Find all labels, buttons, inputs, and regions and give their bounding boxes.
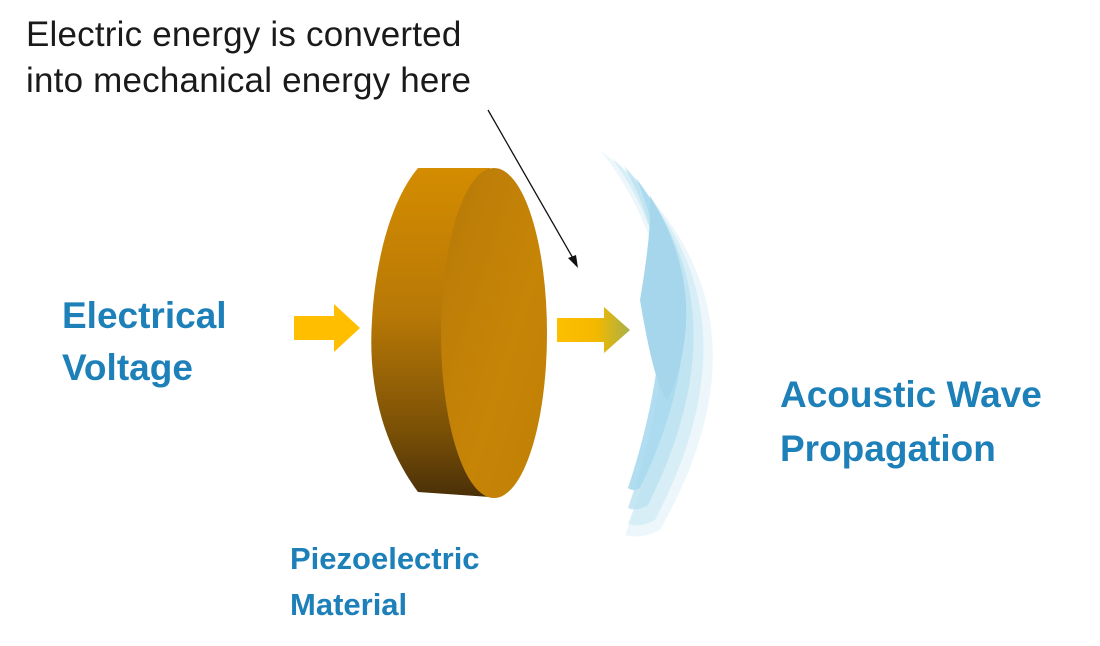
caption-text: Electric energy is converted into mechan… xyxy=(26,12,471,104)
caption-line-2: into mechanical energy here xyxy=(26,61,472,100)
piezoelectric-material-line-2: Material xyxy=(290,587,408,622)
piezoelectric-material-line-1: Piezoelectric xyxy=(290,541,480,576)
acoustic-wave-line-2: Propagation xyxy=(780,428,996,469)
caption-line-1: Electric energy is converted xyxy=(26,15,462,54)
piezoelectric-material-label: Piezoelectric Material xyxy=(290,536,480,628)
piezo-disc xyxy=(371,168,547,498)
electrical-voltage-label: Electrical Voltage xyxy=(62,290,227,394)
disc-face xyxy=(441,168,547,498)
output-arrow xyxy=(557,307,630,353)
electrical-voltage-line-1: Electrical xyxy=(62,295,227,336)
acoustic-waves xyxy=(600,150,713,537)
caption-pointer xyxy=(487,109,578,268)
electrical-voltage-line-2: Voltage xyxy=(62,347,193,388)
acoustic-wave-label: Acoustic Wave Propagation xyxy=(780,368,1042,476)
input-arrow xyxy=(294,304,360,352)
acoustic-wave-line-1: Acoustic Wave xyxy=(780,374,1042,415)
